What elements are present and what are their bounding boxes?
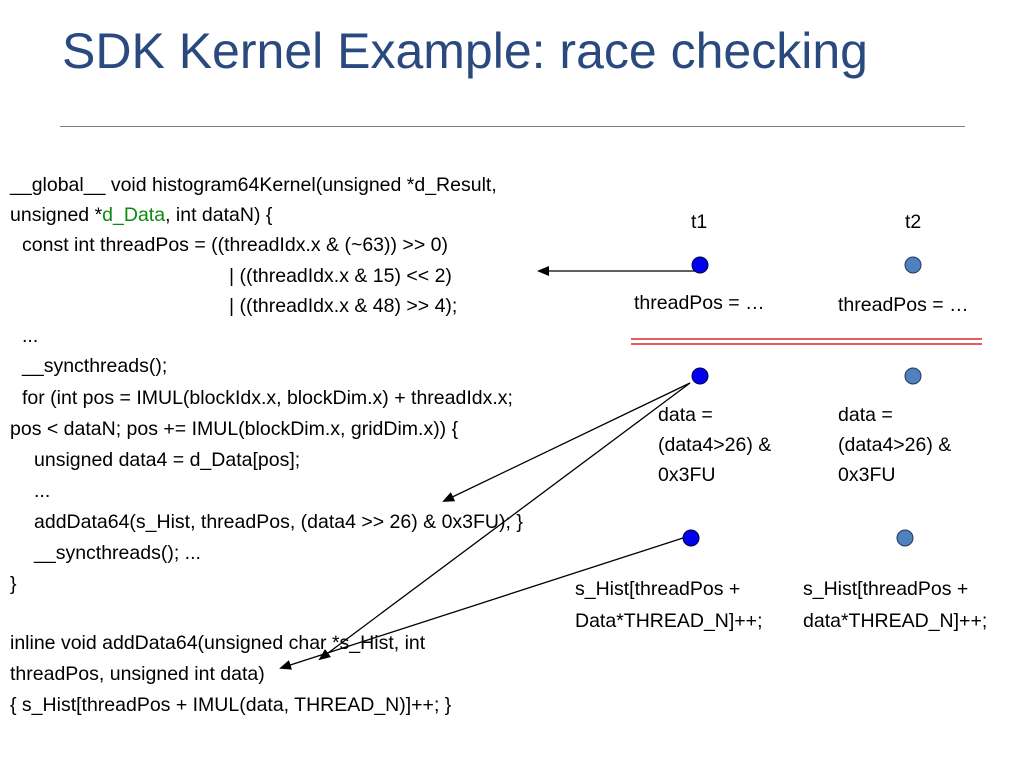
code-line: ... — [22, 325, 39, 347]
t2-threadpos-label: threadPos = … — [838, 294, 969, 316]
code-line: { s_Hist[threadPos + IMUL(data, THREAD_N… — [10, 694, 452, 716]
t2-hist-label: data*THREAD_N]++; — [803, 610, 988, 632]
arrow-data-to-adddata — [442, 382, 691, 502]
code-line: __global__ void histogram64Kernel(unsign… — [10, 174, 497, 196]
t1-data-label: 0x3FU — [658, 464, 716, 486]
arrow-data-to-signature — [318, 382, 691, 661]
code-text: , int dataN) { — [165, 204, 273, 226]
t2-dot — [904, 256, 922, 274]
t1-hist-label: Data*THREAD_N]++; — [575, 610, 763, 632]
slide-title: SDK Kernel Example: race checking — [62, 23, 868, 79]
title-divider — [60, 126, 965, 127]
t1-hist-label: s_Hist[threadPos + — [575, 578, 741, 600]
code-text: unsigned * — [10, 204, 103, 226]
t1-data-label: (data4>26) & — [658, 434, 772, 456]
t2-data-label: data = — [838, 404, 893, 426]
code-line: inline void addData64(unsigned char *s_H… — [10, 632, 426, 654]
t2-hist-label: s_Hist[threadPos + — [803, 578, 969, 600]
thread-label-t1: t1 — [691, 211, 708, 233]
code-line: const int threadPos = ((threadIdx.x & (~… — [22, 234, 448, 256]
t2-dot — [904, 367, 922, 385]
code-line: | ((threadIdx.x & 48) >> 4); — [229, 295, 458, 317]
t2-data-label: 0x3FU — [838, 464, 896, 486]
code-line: __syncthreads(); ... — [34, 542, 201, 564]
t1-threadpos-label: threadPos = … — [634, 292, 765, 314]
code-line: ... — [34, 480, 51, 502]
code-line: __syncthreads(); — [22, 355, 168, 377]
t2-data-label: (data4>26) & — [838, 434, 952, 456]
code-line: unsigned data4 = d_Data[pos]; — [34, 449, 301, 471]
code-highlight-d-data: d_Data — [102, 204, 166, 226]
code-line: pos < dataN; pos += IMUL(blockDim.x, gri… — [10, 418, 459, 440]
t1-dot — [682, 529, 700, 547]
t2-dot — [896, 529, 914, 547]
code-line: for (int pos = IMUL(blockIdx.x, blockDim… — [22, 387, 513, 409]
t1-data-label: data = — [658, 404, 713, 426]
code-line: } — [10, 573, 17, 595]
code-line: unsigned *d_Data, int dataN) { — [10, 204, 273, 226]
arrow-hist-to-body — [279, 537, 684, 670]
thread-label-t2: t2 — [905, 211, 922, 233]
t1-dot — [691, 256, 709, 274]
code-line: | ((threadIdx.x & 15) << 2) — [229, 265, 452, 287]
code-line: addData64(s_Hist, threadPos, (data4 >> 2… — [34, 511, 523, 533]
code-line: threadPos, unsigned int data) — [10, 663, 265, 685]
t1-dot — [691, 367, 709, 385]
